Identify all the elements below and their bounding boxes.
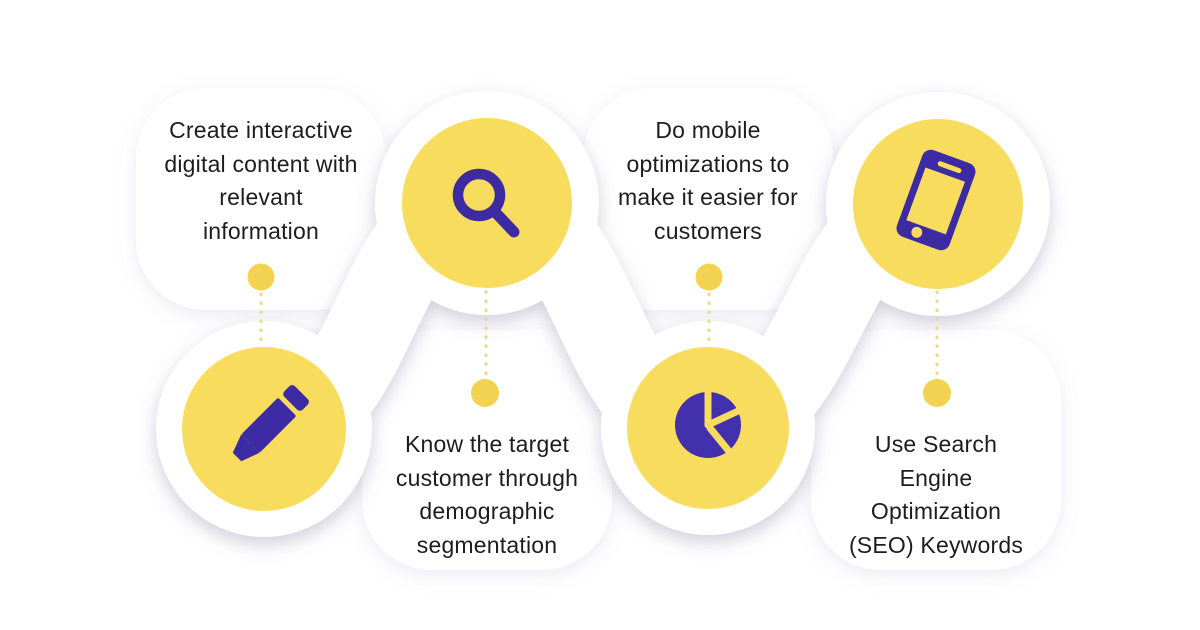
smartphone-icon <box>896 149 976 251</box>
connector-dot-2 <box>471 379 499 407</box>
pie-chart-icon <box>675 378 753 470</box>
step-1-line-1: Create interactive <box>169 117 353 143</box>
ribbon-path <box>221 159 981 472</box>
step-2-line-4: segmentation <box>416 531 558 558</box>
pencil-icon <box>232 385 309 462</box>
step-4-line-3: Optimization <box>870 498 1002 524</box>
text-capsule-3 <box>583 88 833 310</box>
circle-magnifier <box>402 118 572 288</box>
step-3-text: Do mobile optimizations to make it easie… <box>578 114 838 248</box>
step-1-line-4: information <box>203 217 319 244</box>
step-4-line-1: Use Search <box>874 431 998 457</box>
step-2-line-1: Know the target <box>404 431 570 457</box>
text-capsules <box>136 88 1061 570</box>
step-1-line-2: digital content with <box>164 150 358 177</box>
connector-dot-3 <box>695 263 723 291</box>
step-3-line-3: make it easier for <box>618 184 798 210</box>
dotted-connectors <box>259 290 939 378</box>
step-3-line-2: optimizations to <box>626 150 790 177</box>
step-4-line-4: (SEO) Keywords <box>848 531 1024 558</box>
text-capsule-4 <box>811 330 1061 570</box>
connector-dots <box>247 263 951 407</box>
step-3-line-4: customers <box>654 217 762 244</box>
connector-dot-4 <box>923 379 951 407</box>
step-1-line-3: relevant <box>219 184 303 210</box>
step-4-line-2: Engine <box>899 464 973 491</box>
step-1-text: Create interactive digital content with … <box>131 114 391 248</box>
text-capsule-2 <box>362 330 612 570</box>
step-2-text: Know the target customer through demogra… <box>357 428 617 562</box>
step-3-line-1: Do mobile <box>655 117 761 143</box>
text-capsule-1 <box>136 88 386 310</box>
step-2-line-2: customer through <box>395 464 579 491</box>
magnifier-icon <box>452 168 520 238</box>
step-2-line-3: demographic <box>419 498 555 524</box>
connector-dot-1 <box>247 263 275 291</box>
step-4-text: Use Search Engine Optimization (SEO) Key… <box>806 428 1066 562</box>
